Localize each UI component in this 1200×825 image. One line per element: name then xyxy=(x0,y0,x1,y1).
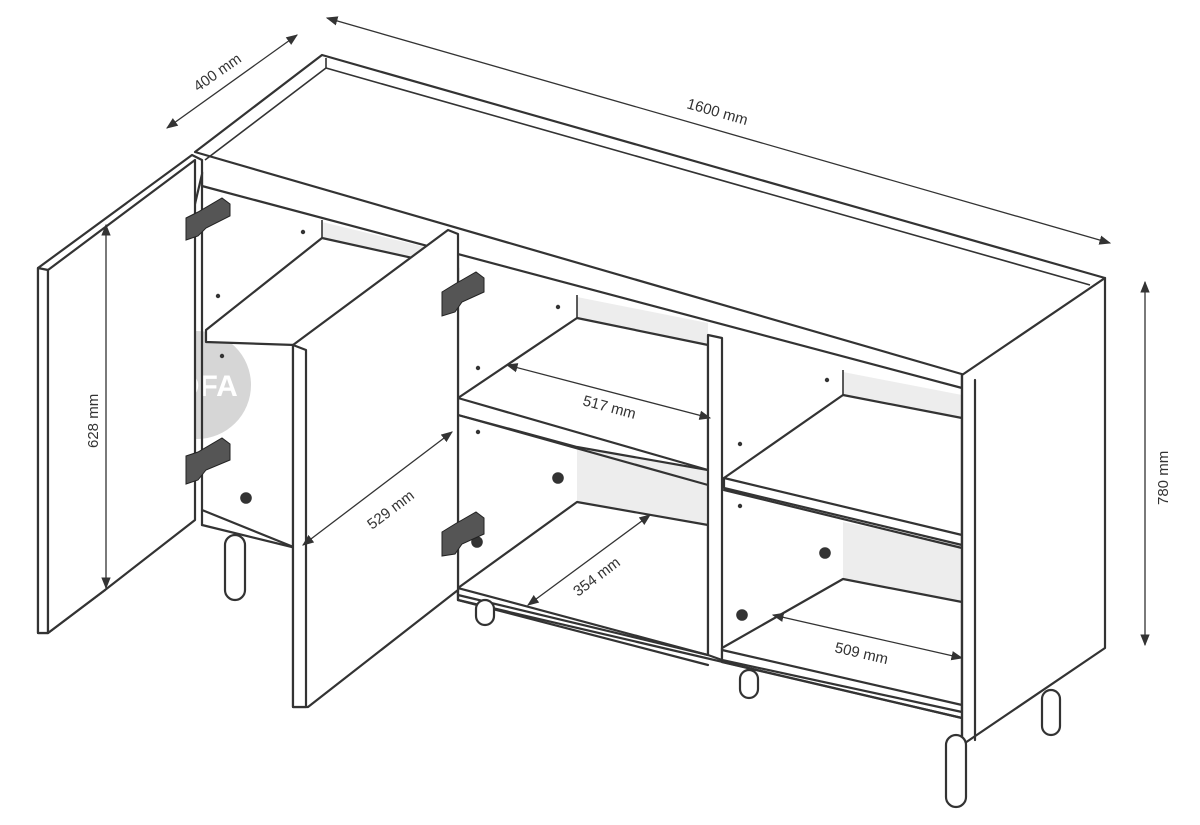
leg-right-side xyxy=(1040,688,1062,737)
back-wall-shade-right-bottom xyxy=(843,522,962,602)
leg-back-right xyxy=(738,668,760,700)
left-door xyxy=(36,153,204,635)
dim-shelf-mid-line xyxy=(505,363,712,420)
shelf-middle xyxy=(456,316,710,472)
leg-front-right xyxy=(944,733,968,809)
dim-depth-line xyxy=(166,34,298,129)
label-height: 780 mm xyxy=(1155,451,1172,505)
legs xyxy=(223,533,1062,809)
back-wall-shade-mid-bottom xyxy=(577,447,708,525)
dim-door-width-line xyxy=(302,431,453,546)
dim-shelf-right-line xyxy=(771,612,964,661)
right-divider xyxy=(706,333,724,662)
leg-middle xyxy=(474,598,496,627)
back-wall-shade-right-top xyxy=(843,372,962,418)
dimension-lines xyxy=(101,16,1150,661)
shelf-pin-holes xyxy=(215,229,831,621)
dim-inner-depth-line xyxy=(527,514,651,606)
hinges-left xyxy=(185,197,231,485)
dim-width-line xyxy=(325,16,1112,245)
back-wall-shade-mid-top xyxy=(577,297,708,345)
leg-front-left xyxy=(223,533,247,602)
label-door-height: 628 mm xyxy=(85,394,102,448)
label-depth: 400 mm xyxy=(191,50,245,95)
